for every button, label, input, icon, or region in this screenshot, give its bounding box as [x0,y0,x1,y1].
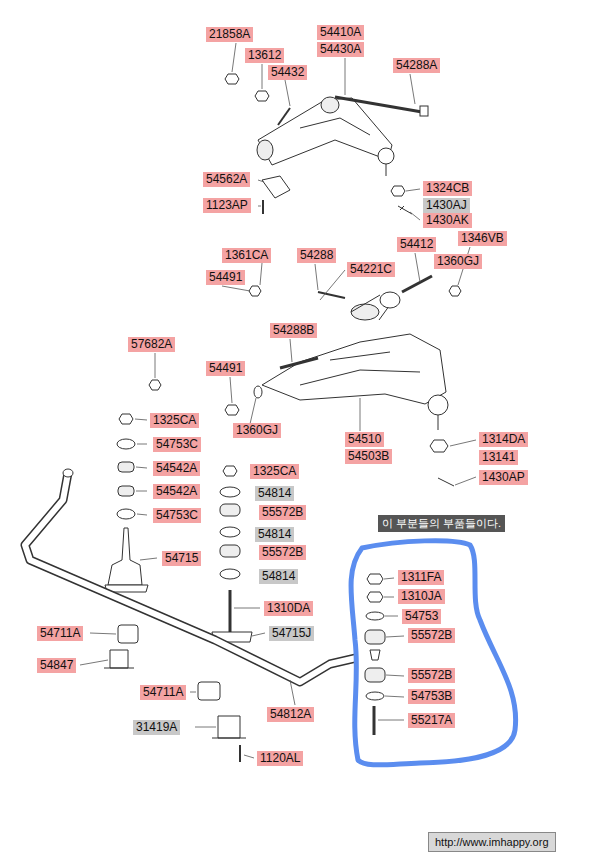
callout-number: 54715 [162,551,201,566]
callout-number: 54847 [37,658,76,673]
callout-number: 54753C [153,508,201,523]
callout-number: 1430AK [423,213,472,228]
callout-number: 54432 [268,65,307,80]
callout-number: 54288B [270,323,317,338]
callout-number: 54711A [37,626,83,641]
callout-number: 54715J [269,626,314,641]
callout-number: 1120AL [257,751,303,766]
callout-number: 55217A [408,713,455,728]
callout-number: 54221C [347,262,395,277]
callout-number: 54753 [402,609,441,624]
callout-number: 1325CA [150,413,199,428]
callout-number: 31419A [133,720,180,735]
callout-number: 1325CA [250,464,299,479]
callout-number: 1311FA [398,570,444,585]
callout-number: 54812A [267,707,314,722]
callout-number: 54542A [153,484,200,499]
callout-number: 1360GJ [434,254,482,269]
callout-number: 54753B [408,689,455,704]
callout-number: 54711A [140,685,186,700]
callout-number: 54562A [203,172,250,187]
callout-number: 54814 [255,527,294,542]
callout-number: 13141 [479,450,518,465]
callout-number: 54491 [206,361,245,376]
callout-number: 1346VB [458,231,507,246]
callout-number: 54430A [317,42,364,57]
callout-number: 1324CB [423,181,472,196]
callout-number: 1123AP [203,198,251,213]
callout-number: 54503B [345,449,392,464]
callout-number: 1430AJ [423,198,470,213]
callout-number: 57682A [128,337,175,352]
callout-number: 54814 [255,486,294,501]
callout-number: 1361CA [222,248,271,263]
callout-number: 54814 [259,569,298,584]
callout-number: 54542A [153,461,200,476]
callout-number: 54753C [153,437,201,452]
callout-number: 54412 [397,237,436,252]
callout-number: 1310DA [264,601,313,616]
note-box: 이 부분들의 부품들이다. [378,515,505,532]
callout-number: 1314DA [479,432,528,447]
callout-number: 13612 [245,48,284,63]
callout-number: 1360GJ [233,423,281,438]
callout-number: 54288 [297,248,336,263]
callout-number: 54510 [345,432,384,447]
callout-number: 54410A [317,25,364,40]
note-text: 이 부분들의 부품들이다. [382,517,501,529]
callout-number: 1430AP [479,470,528,485]
callout-number: 21858A [206,27,253,42]
callout-number: 55572B [408,628,455,643]
callout-number: 55572B [259,505,306,520]
callout-number: 55572B [259,545,306,560]
watermark: http://www.imhappy.org [428,832,556,852]
callout-number: 55572B [408,668,455,683]
callout-number: 54288A [393,58,440,73]
callout-number: 54491 [206,270,245,285]
callout-number: 1310JA [398,589,445,604]
